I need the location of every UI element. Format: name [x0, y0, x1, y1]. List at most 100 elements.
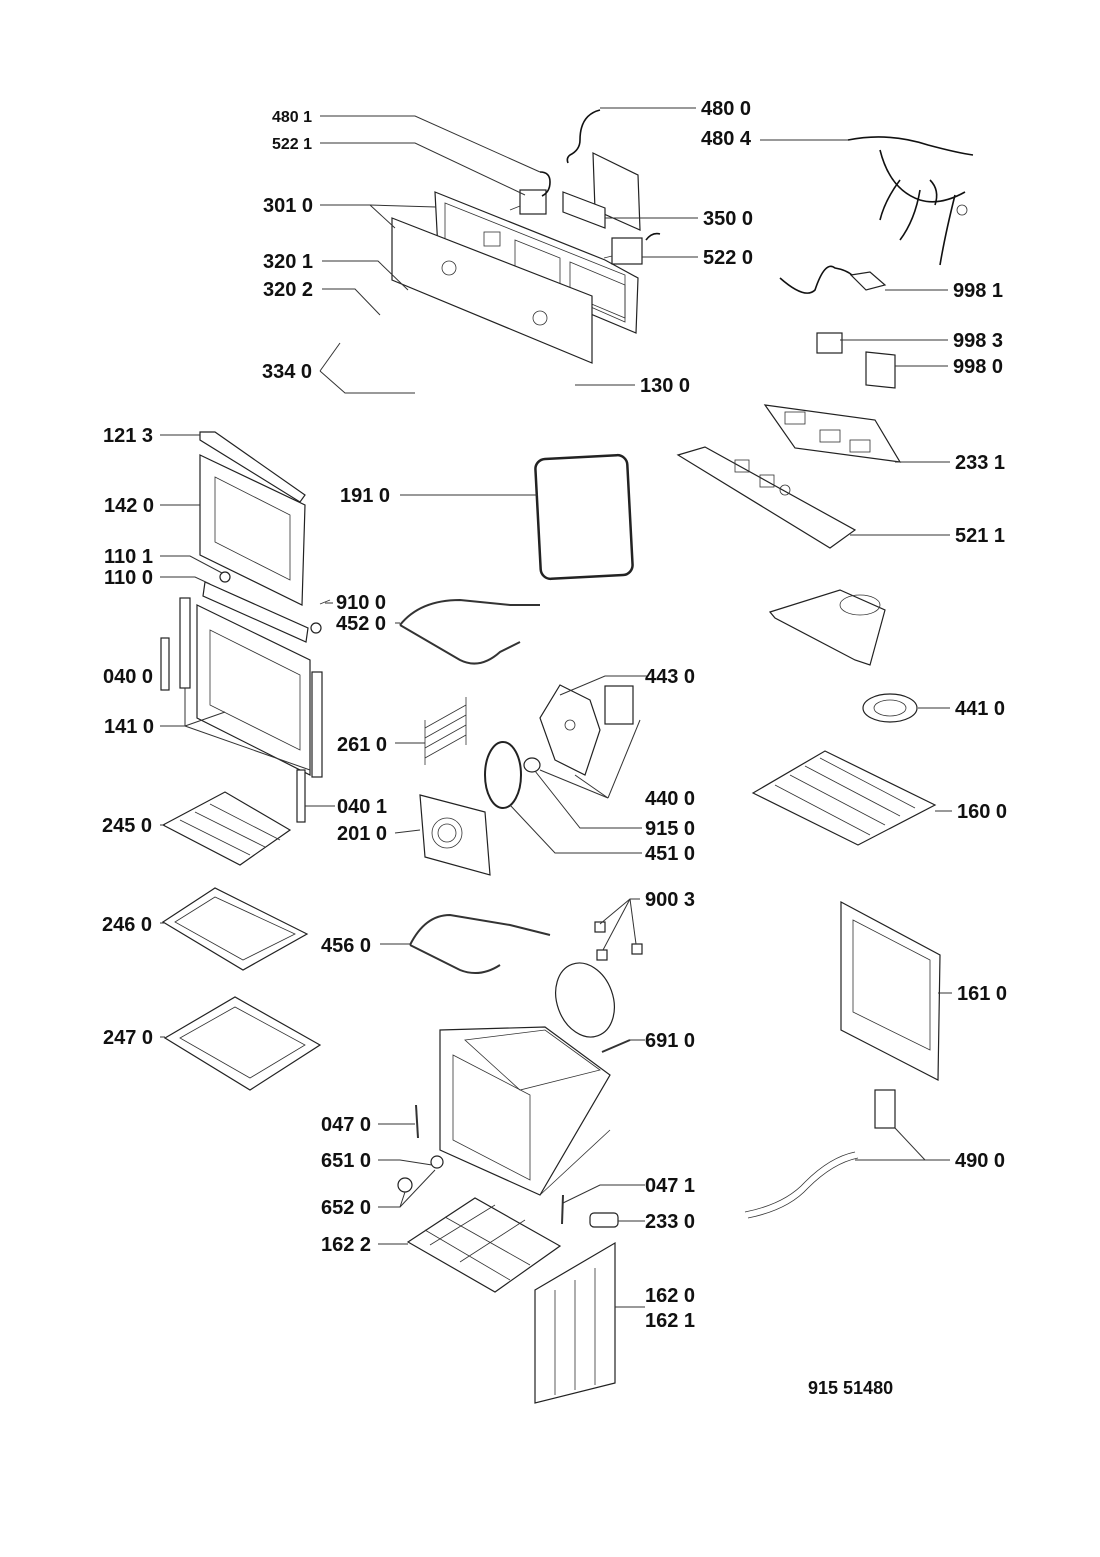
leader-lines [160, 107, 952, 1308]
cable-998-1 [779, 265, 887, 294]
label-900-3: 900 3 [645, 889, 695, 911]
heating-element-452-0 [399, 598, 540, 665]
part-110-0 [202, 581, 309, 643]
fan-motor-443-0 [539, 684, 634, 776]
switch-522-1 [509, 171, 551, 215]
power-cable-490-0 [744, 1089, 896, 1219]
label-350-0: 350 0 [703, 208, 753, 230]
label-047-1: 047 1 [645, 1175, 695, 1197]
label-191-0: 191 0 [340, 485, 390, 507]
booklet-998-0 [865, 351, 896, 389]
part-651-0 [430, 1155, 444, 1169]
door-trim-121-3 [199, 431, 306, 503]
label-040-1: 040 1 [337, 796, 387, 818]
side-panel-162-0 [534, 1241, 616, 1404]
label-233-1: 233 1 [955, 452, 1005, 474]
back-plate [555, 962, 615, 1038]
label-130-0: 130 0 [640, 375, 690, 397]
label-480-0: 480 0 [701, 98, 751, 120]
label-040-0: 040 0 [103, 666, 153, 688]
screw-910-0 [319, 599, 331, 605]
back-panel-161-0 [840, 900, 941, 1081]
part-915-0 [523, 757, 541, 773]
door-glass-142-0 [199, 454, 306, 606]
hinge-040-1 [296, 769, 306, 823]
sensor-047-0 [415, 1104, 419, 1139]
label-456-0: 456 0 [321, 935, 371, 957]
label-162-0: 162 0 [645, 1285, 695, 1307]
label-691-0: 691 0 [645, 1030, 695, 1052]
clips-900-3 [594, 921, 643, 961]
heating-element-456-0 [409, 913, 551, 975]
label-522-0: 522 0 [703, 247, 753, 269]
hinge-040-0 [160, 637, 170, 691]
part-110-1 [219, 571, 231, 583]
label-110-0: 110 0 [104, 567, 153, 589]
part-652-0 [397, 1177, 413, 1193]
reference-number: 915 51480 [808, 1378, 893, 1398]
label-910-0: 910 0 [336, 592, 386, 614]
pin-691-0 [601, 1039, 631, 1053]
side-rack-261-0 [424, 697, 467, 765]
switch-522-0 [603, 232, 661, 265]
label-452-0: 452 0 [336, 613, 386, 635]
fan-cover-201-0 [419, 794, 491, 876]
label-301-0: 301 0 [263, 195, 313, 217]
label-162-2: 162 2 [321, 1234, 371, 1256]
label-261-0: 261 0 [337, 734, 387, 756]
label-246-0: 246 0 [102, 914, 152, 936]
wire-480-0 [566, 109, 601, 164]
label-142-0: 142 0 [104, 495, 154, 517]
label-320-1: 320 1 [263, 251, 313, 273]
label-998-3: 998 3 [953, 330, 1003, 352]
label-110-1: 110 1 [104, 546, 153, 568]
grill-tray-245-0 [161, 791, 292, 866]
ring-element-451-0 [484, 741, 522, 809]
label-915-0: 915 0 [645, 818, 695, 840]
label-233-0: 233 0 [645, 1211, 695, 1233]
label-161-0: 161 0 [957, 983, 1007, 1005]
bracket-233-1 [763, 404, 902, 463]
label-480-4: 480 4 [701, 128, 752, 150]
label-998-0: 998 0 [953, 356, 1003, 378]
fan-441-0 [862, 693, 918, 723]
wiring-harness-480-4 [847, 136, 974, 266]
label-047-0: 047 0 [321, 1114, 371, 1136]
label-443-0: 443 0 [645, 666, 695, 688]
part-labels: 480 1 522 1 480 0 480 4 301 0 350 0 522 … [102, 98, 1007, 1398]
inner-door-141-0 [179, 597, 323, 778]
control-panel-glass [391, 217, 593, 364]
label-card-998-3 [816, 332, 843, 354]
label-451-0: 451 0 [645, 843, 695, 865]
label-652-0: 652 0 [321, 1197, 371, 1219]
part-233-0 [589, 1212, 619, 1228]
label-245-0: 245 0 [102, 815, 152, 837]
bottom-grid-162-2 [406, 1197, 562, 1293]
label-162-1: 162 1 [645, 1310, 695, 1332]
label-247-0: 247 0 [103, 1027, 153, 1049]
label-440-0: 440 0 [645, 788, 695, 810]
fan-housing [768, 589, 886, 666]
pcb-521-1 [676, 446, 857, 549]
label-160-0: 160 0 [957, 801, 1007, 823]
gasket-191-0 [534, 453, 634, 581]
label-320-2: 320 2 [263, 279, 313, 301]
oven-cavity [439, 1026, 611, 1196]
label-480-1: 480 1 [272, 109, 312, 126]
label-121-3: 121 3 [103, 425, 153, 447]
tray-246-0 [161, 887, 309, 971]
pan-247-0 [163, 996, 322, 1091]
label-998-1: 998 1 [953, 280, 1003, 302]
label-651-0: 651 0 [321, 1150, 371, 1172]
rack-160-0 [751, 750, 937, 846]
label-522-1: 522 1 [272, 136, 312, 153]
label-141-0: 141 0 [104, 716, 154, 738]
label-441-0: 441 0 [955, 698, 1005, 720]
module-350-0 [562, 152, 641, 231]
label-201-0: 201 0 [337, 823, 387, 845]
label-521-1: 521 1 [955, 525, 1005, 547]
label-334-0: 334 0 [262, 361, 312, 383]
part-110-0-b [310, 622, 322, 634]
